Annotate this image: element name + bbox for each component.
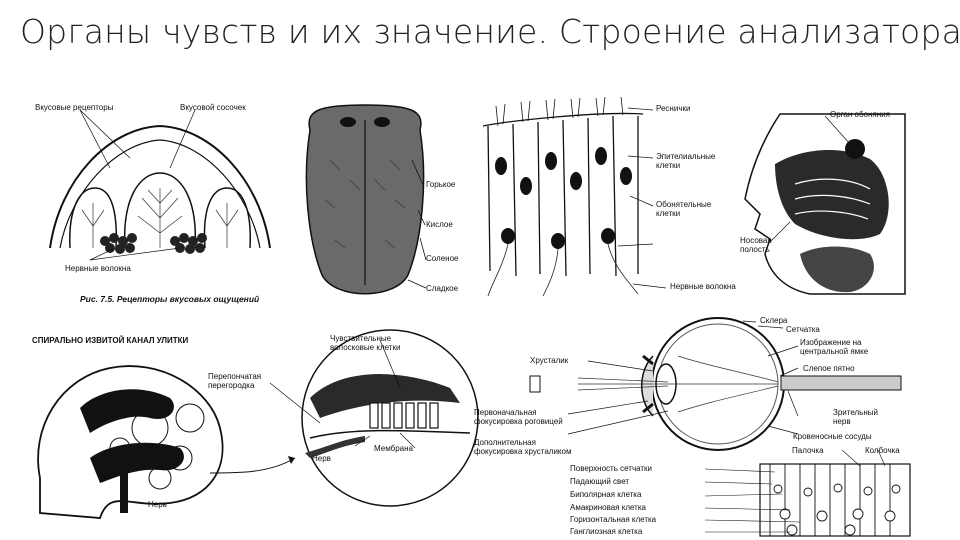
incident-light-label: Падающий свет <box>570 477 630 486</box>
taste-nerves-label: Нервные волокна <box>65 264 131 273</box>
olfactory-epithelium-diagram: Реснички Эпителиальные клетки Обонятельн… <box>478 96 738 306</box>
horizontal-cell-label: Горизонтальная клетка <box>570 515 657 524</box>
taste-receptors-label: Вкусовые рецепторы <box>35 103 114 112</box>
tongue-salty-label: Соленое <box>426 254 459 263</box>
amacrine-cell-label: Амакриновая клетка <box>570 503 646 512</box>
retina-layers-diagram: Поверхность сетчатки Падающий свет Бипол… <box>560 444 912 538</box>
fovea-image-label: Изображение на центральной ямке <box>800 338 869 356</box>
olfactory-nerves-label: Нервные волокна <box>670 282 736 291</box>
cone-label: Колбочка <box>865 446 900 455</box>
sclera-label: Склера <box>760 316 788 325</box>
ganglion-cell-label: Ганглиозная клетка <box>570 527 643 536</box>
retina-label: Сетчатка <box>786 325 820 334</box>
cochlea-diagram: СПИРАЛЬНО ИЗВИТОЙ КАНАЛ УЛИТКИ Чувствите… <box>20 328 479 534</box>
membranous-septum-label: Перепончатая перегородка <box>208 372 262 390</box>
tongue-drawing <box>305 104 427 295</box>
nasal-cavity-diagram: Орган обоняния Носовая полость <box>740 104 910 299</box>
retina-cells-drawing <box>704 449 911 537</box>
eye-diagram: Склера Сетчатка Изображение на центральн… <box>468 316 918 464</box>
olfactory-cells-label: Обонятельные клетки <box>656 200 712 218</box>
taste-figure-caption: Рис. 7.5. Рецепторы вкусовых ощущений <box>80 294 260 304</box>
olfactory-cells-drawing <box>482 96 667 297</box>
bipolar-cell-label: Биполярная клетка <box>570 490 642 499</box>
epithelial-cells-label: Эпителиальные клетки <box>656 152 716 170</box>
lens-label: Хрусталик <box>530 356 569 365</box>
cochlea-drawing <box>37 329 479 519</box>
membrane-label: Мембрана <box>374 444 413 453</box>
blind-spot-label: Слепое пятно <box>803 364 855 373</box>
eyeball-drawing <box>529 317 902 451</box>
cilia-label: Реснички <box>656 104 691 113</box>
taste-papilla-drawing <box>49 109 271 261</box>
cornea-focus-label: Первоначальная фокусировка роговицей <box>474 408 563 426</box>
tongue-sweet-label: Сладкое <box>426 284 459 293</box>
slide-title: Органы чувств и их значение. Строение ан… <box>20 12 960 51</box>
head-profile-drawing <box>744 113 906 295</box>
rod-label: Палочка <box>792 446 824 455</box>
nasal-cavity-label: Носовая полость <box>740 236 772 254</box>
inner-nerve-label: Нерв <box>312 454 331 463</box>
retina-surface-label: Поверхность сетчатки <box>570 464 653 473</box>
outer-nerve-label: Нерв <box>148 500 167 509</box>
olfaction-organ-label: Орган обоняния <box>830 110 890 119</box>
cochlea-heading: СПИРАЛЬНО ИЗВИТОЙ КАНАЛ УЛИТКИ <box>32 336 189 345</box>
optic-nerve-label: Зрительный нерв <box>833 408 878 426</box>
lens-focus-label: Дополнительная фокусировка хрусталиком <box>474 438 572 456</box>
hair-cells-label: Чувствительные волосковые клетки <box>330 334 401 352</box>
taste-receptors-diagram: Вкусовые рецепторы Вкусовой сосочек Нерв… <box>30 98 290 308</box>
tongue-bitter-label: Горькое <box>426 180 456 189</box>
blood-vessels-label: Кровеносные сосуды <box>793 432 872 441</box>
taste-papilla-label: Вкусовой сосочек <box>180 103 246 112</box>
tongue-sour-label: Кислое <box>426 220 453 229</box>
tongue-taste-zones-diagram: Горькое Кислое Соленое Сладкое <box>290 100 470 305</box>
